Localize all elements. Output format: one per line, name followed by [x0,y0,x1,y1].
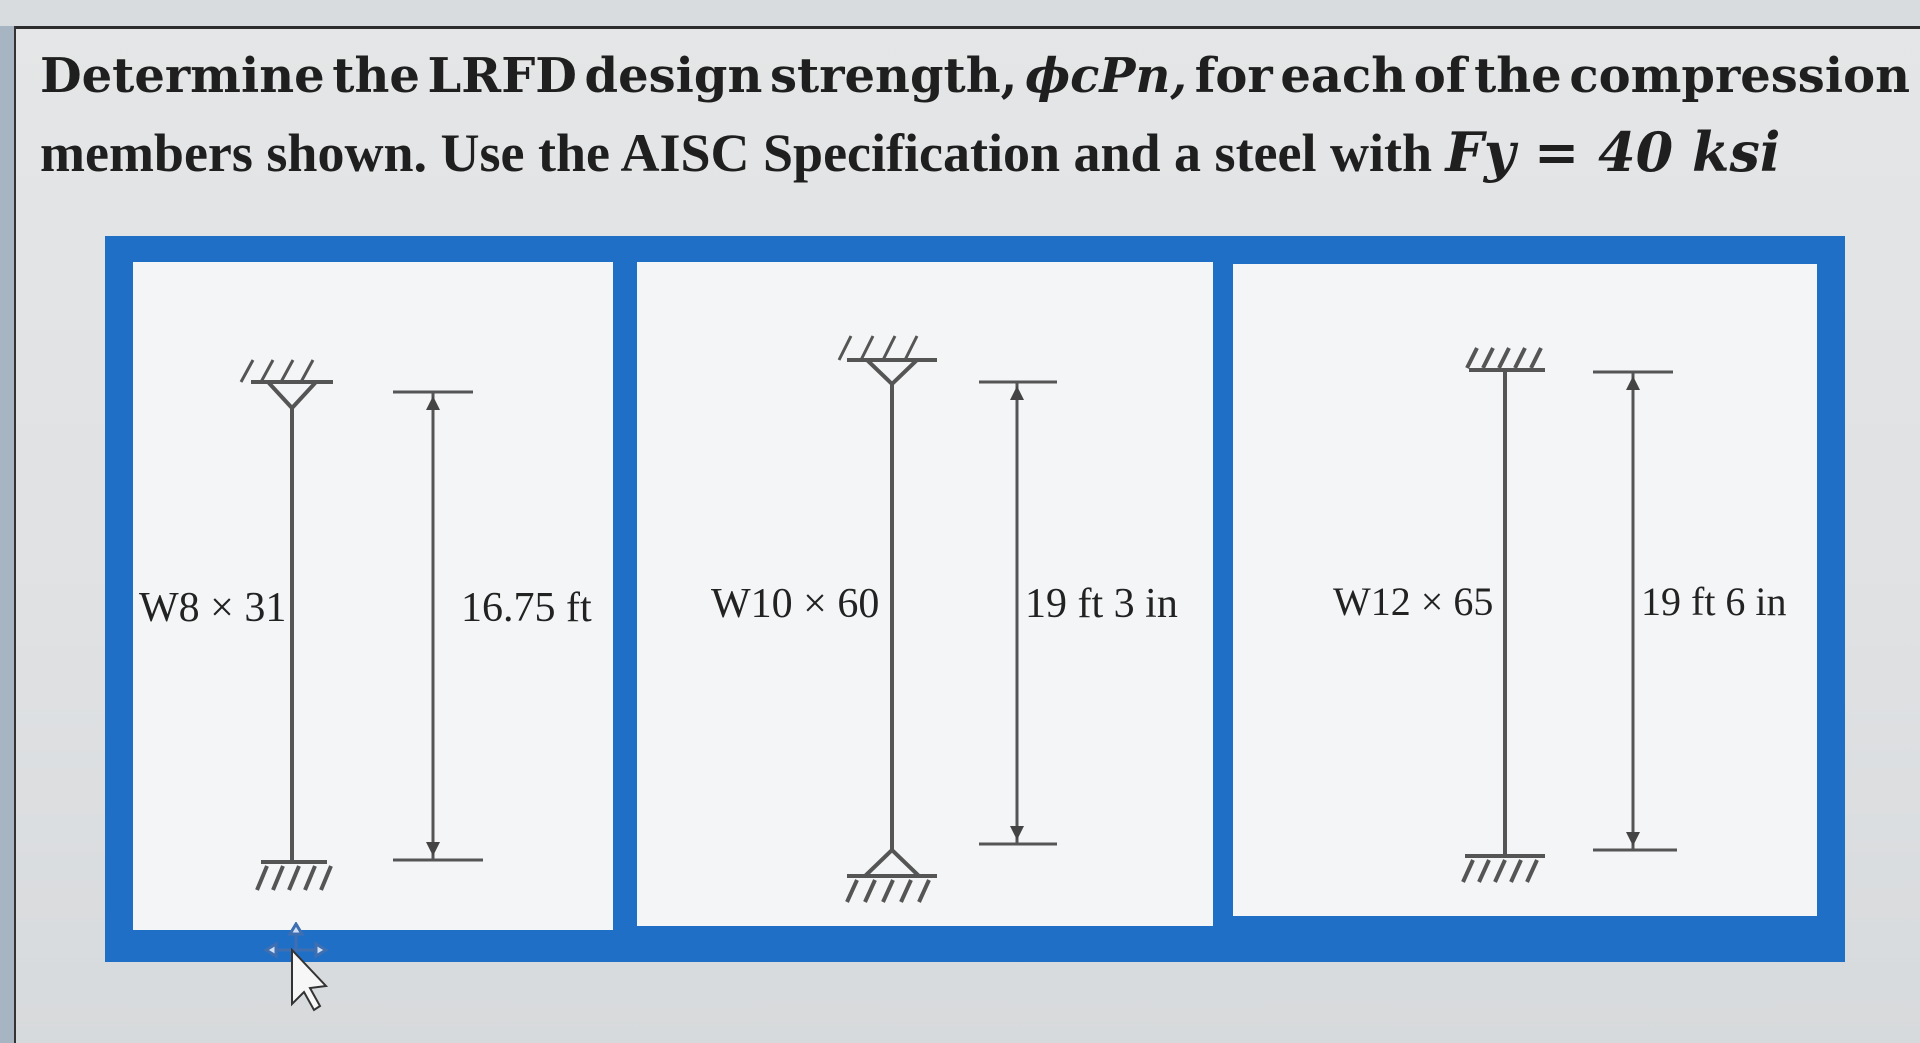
member-3-length-label: 19 ft 6 in [1641,579,1787,624]
member-panel-1: W8 × 31 16.75 ft [133,262,613,930]
word-phi-pn: ϕcPn, [1024,48,1188,104]
word: LRFD [427,48,577,104]
question-text: Determine the LRFD design strength, ϕcPn… [40,38,1910,191]
member-3-section-label: W12 × 65 [1333,579,1494,624]
window-left-edge [0,26,16,1043]
word: the [332,48,420,104]
yield-stress-math: Fy = 40 ksi [1445,120,1781,184]
member-2-length-label: 19 ft 3 in [1025,581,1178,627]
word: strength, [770,48,1018,104]
window-top-strip [0,0,1920,29]
question-line-2: members shown. Use the AISC Specificatio… [40,114,1910,191]
question-line-2-text: members shown. Use the AISC Specificatio… [40,123,1446,183]
move-cursor-icon [263,922,329,1012]
question-line-1: Determine the LRFD design strength, ϕcPn… [40,38,1910,114]
member-2-section-label: W10 × 60 [711,581,880,627]
member-2-diagram [837,335,1057,903]
member-panel-3: W12 × 65 19 ft 6 in [1233,264,1817,916]
word: each [1280,48,1407,104]
word: the [1474,48,1562,104]
member-1-length-label: 16.75 ft [461,585,592,631]
member-3-diagram [1461,347,1677,883]
word: design [584,48,763,104]
member-1-section-label: W8 × 31 [139,585,287,631]
word: of [1413,48,1467,104]
word: Determine [40,48,325,104]
word: for [1194,48,1273,104]
member-panel-2: W10 × 60 19 ft 3 in [637,262,1213,926]
word: compression [1569,48,1910,104]
member-1-diagram [239,359,483,891]
figure-frame: W8 × 31 16.75 ft [105,236,1845,962]
